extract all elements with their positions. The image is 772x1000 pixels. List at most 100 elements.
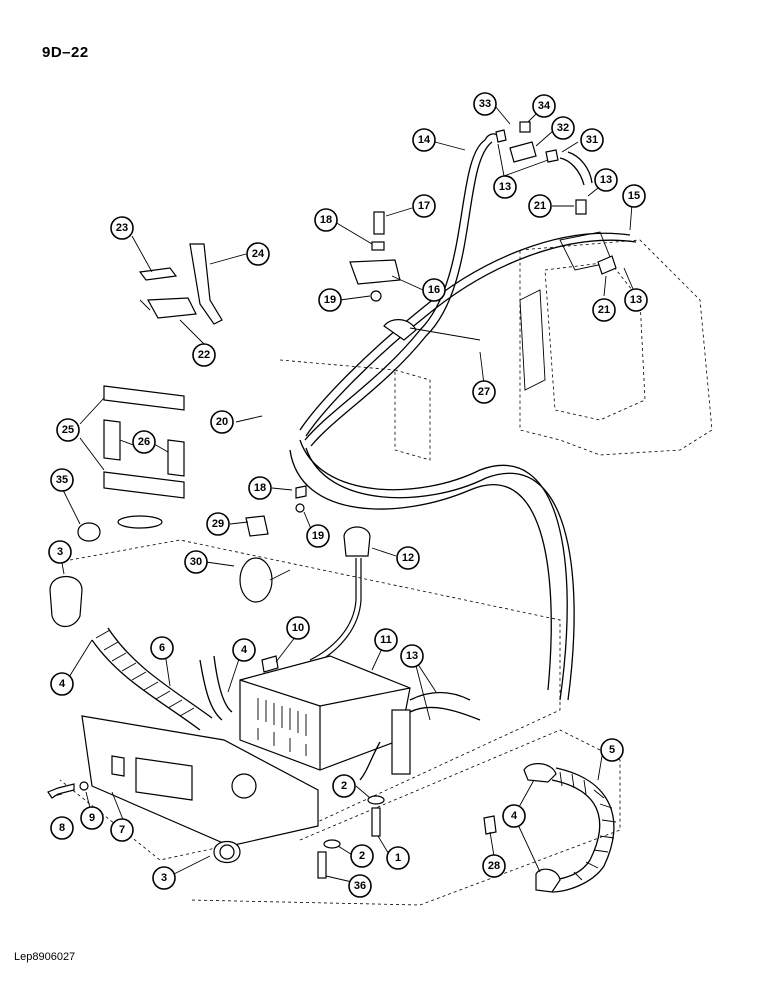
- svg-text:23: 23: [116, 222, 128, 234]
- vent-panel: [81, 715, 319, 864]
- callout-13-top: 13: [493, 175, 517, 199]
- callout-28: 28: [482, 854, 506, 878]
- svg-text:29: 29: [212, 518, 224, 530]
- callout-12: 12: [396, 546, 420, 570]
- callout-21-right: 21: [592, 298, 616, 322]
- callout-13-heater: 13: [400, 644, 424, 668]
- svg-text:30: 30: [190, 556, 202, 568]
- svg-text:26: 26: [138, 436, 150, 448]
- callout-3-lower: 3: [152, 866, 176, 890]
- callout-21-top: 21: [528, 194, 552, 218]
- svg-text:35: 35: [56, 474, 68, 486]
- svg-text:22: 22: [198, 349, 210, 361]
- callout-23: 23: [110, 216, 134, 240]
- svg-text:13: 13: [600, 174, 612, 186]
- svg-text:2: 2: [341, 780, 347, 792]
- callout-3-upper: 3: [48, 540, 72, 564]
- svg-text:21: 21: [534, 200, 546, 212]
- svg-text:10: 10: [292, 622, 304, 634]
- svg-text:18: 18: [254, 482, 266, 494]
- callout-11: 11: [374, 628, 398, 652]
- svg-text:25: 25: [62, 424, 74, 436]
- callout-18-upper: 18: [314, 208, 338, 232]
- callout-15: 15: [622, 184, 646, 208]
- callout-13-right: 13: [624, 288, 648, 312]
- svg-text:21: 21: [598, 304, 610, 316]
- callout-2-lower: 2: [350, 844, 374, 868]
- svg-text:11: 11: [380, 634, 392, 646]
- svg-text:28: 28: [488, 860, 500, 872]
- callout-16: 16: [422, 278, 446, 302]
- callout-22: 22: [192, 343, 216, 367]
- callout-2-upper: 2: [332, 774, 356, 798]
- callout-31: 31: [580, 128, 604, 152]
- svg-text:8: 8: [59, 822, 65, 834]
- svg-text:13: 13: [406, 650, 418, 662]
- callout-14: 14: [412, 128, 436, 152]
- drawing-reference: Lep8906027: [14, 951, 76, 963]
- svg-text:1: 1: [395, 852, 401, 864]
- callout-30: 30: [184, 550, 208, 574]
- svg-text:19: 19: [312, 530, 324, 542]
- seal-and-ties: [77, 485, 307, 603]
- svg-text:9: 9: [89, 812, 95, 824]
- callout-34: 34: [532, 94, 556, 118]
- left-duct: [49, 576, 233, 731]
- callout-4-center: 4: [232, 638, 256, 662]
- callout-4-right: 4: [502, 804, 526, 828]
- callout-19-lower: 19: [306, 524, 330, 548]
- svg-text:15: 15: [628, 190, 640, 202]
- bracket-parts: [138, 243, 223, 325]
- callout-25: 25: [56, 418, 80, 442]
- svg-text:19: 19: [324, 294, 336, 306]
- callout-17: 17: [412, 194, 436, 218]
- callout-19-upper: 19: [318, 288, 342, 312]
- cab-floor-outline: [59, 359, 621, 906]
- svg-text:16: 16: [428, 284, 440, 296]
- svg-text:27: 27: [478, 386, 490, 398]
- callout-4-left: 4: [50, 672, 74, 696]
- callout-35: 35: [50, 468, 74, 492]
- svg-text:7: 7: [119, 824, 125, 836]
- callout-29: 29: [206, 512, 230, 536]
- svg-text:32: 32: [557, 122, 569, 134]
- svg-text:18: 18: [320, 214, 332, 226]
- callout-36: 36: [348, 874, 372, 898]
- callout-9: 9: [80, 806, 104, 830]
- heater-hoses: [289, 133, 637, 701]
- engine-outline: [519, 231, 713, 456]
- svg-text:3: 3: [57, 546, 63, 558]
- callout-32: 32: [551, 116, 575, 140]
- callout-27: 27: [472, 380, 496, 404]
- svg-text:13: 13: [630, 294, 642, 306]
- callout-10: 10: [286, 616, 310, 640]
- callout-13-upper-right: 13: [594, 168, 618, 192]
- svg-text:6: 6: [159, 642, 165, 654]
- callout-6: 6: [150, 636, 174, 660]
- callout-26: 26: [132, 430, 156, 454]
- heater-unit: [239, 655, 481, 781]
- fasteners: [47, 655, 497, 879]
- callout-33: 33: [473, 92, 497, 116]
- callout-1: 1: [386, 846, 410, 870]
- svg-text:4: 4: [59, 678, 66, 690]
- filter-pads: [103, 385, 185, 499]
- svg-text:24: 24: [252, 248, 265, 260]
- top-fittings: [495, 121, 617, 275]
- svg-text:33: 33: [479, 98, 491, 110]
- callout-24: 24: [246, 242, 270, 266]
- page-code: 9D–22: [42, 44, 89, 61]
- callout-18-lower: 18: [248, 476, 272, 500]
- svg-text:5: 5: [609, 744, 615, 756]
- right-duct: [523, 763, 617, 893]
- svg-text:14: 14: [418, 134, 431, 146]
- callout-7: 7: [110, 818, 134, 842]
- svg-text:20: 20: [216, 416, 228, 428]
- callout-20: 20: [210, 410, 234, 434]
- svg-text:2: 2: [359, 850, 365, 862]
- svg-text:34: 34: [538, 100, 551, 112]
- callout-5: 5: [600, 738, 624, 762]
- svg-text:31: 31: [586, 134, 598, 146]
- svg-text:36: 36: [354, 880, 366, 892]
